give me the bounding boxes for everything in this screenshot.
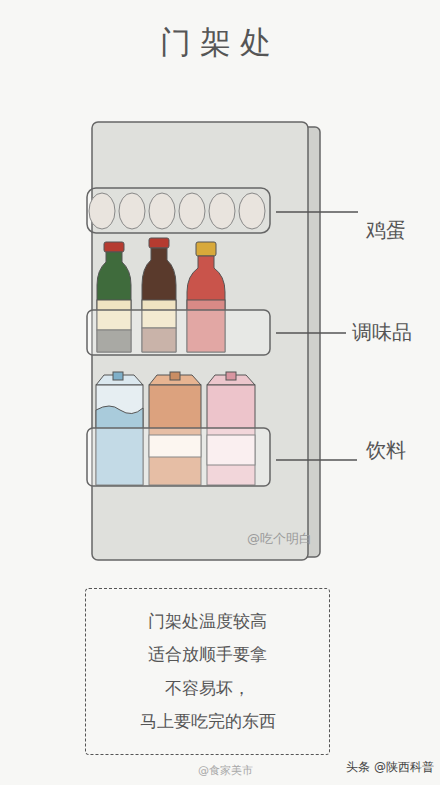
egg-shelf — [87, 188, 270, 233]
watermark: 头条 @陕西科普 — [346, 760, 434, 774]
leader-lines — [276, 212, 358, 460]
title: 门架处 — [0, 24, 440, 61]
eggs — [89, 193, 265, 229]
watermark: @吃个明白 — [247, 531, 312, 547]
watermark: @食家美市 — [198, 764, 253, 777]
callout-label: 饮料 — [366, 438, 406, 462]
note-box: 门架处温度较高 适合放顺手要拿 不容易坏， 马上要吃完的东西 — [85, 588, 330, 755]
condiment-shelf — [87, 310, 270, 355]
note-text: 门架处温度较高 适合放顺手要拿 不容易坏， 马上要吃完的东西 — [140, 605, 276, 738]
callout-label: 调味品 — [352, 320, 412, 344]
drink-shelf — [87, 428, 270, 486]
callout-label: 鸡蛋 — [366, 218, 406, 242]
